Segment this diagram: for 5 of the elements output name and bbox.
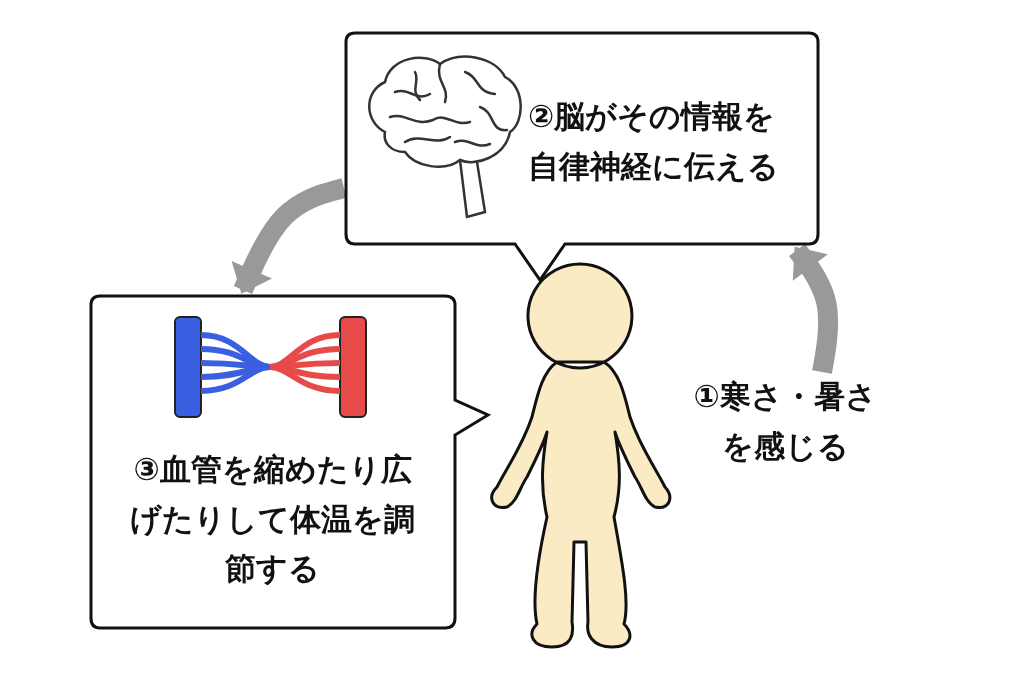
- caption-text: ②脳がその情報を自律神経に伝える: [528, 97, 780, 186]
- caption-text: ①寒さ・暑さを感じる: [692, 377, 878, 466]
- curved-arrow: [789, 243, 839, 374]
- caption-text: ③血管を縮めたり広げたりして体温を調節する: [130, 450, 415, 589]
- curved-arrow: [231, 178, 347, 294]
